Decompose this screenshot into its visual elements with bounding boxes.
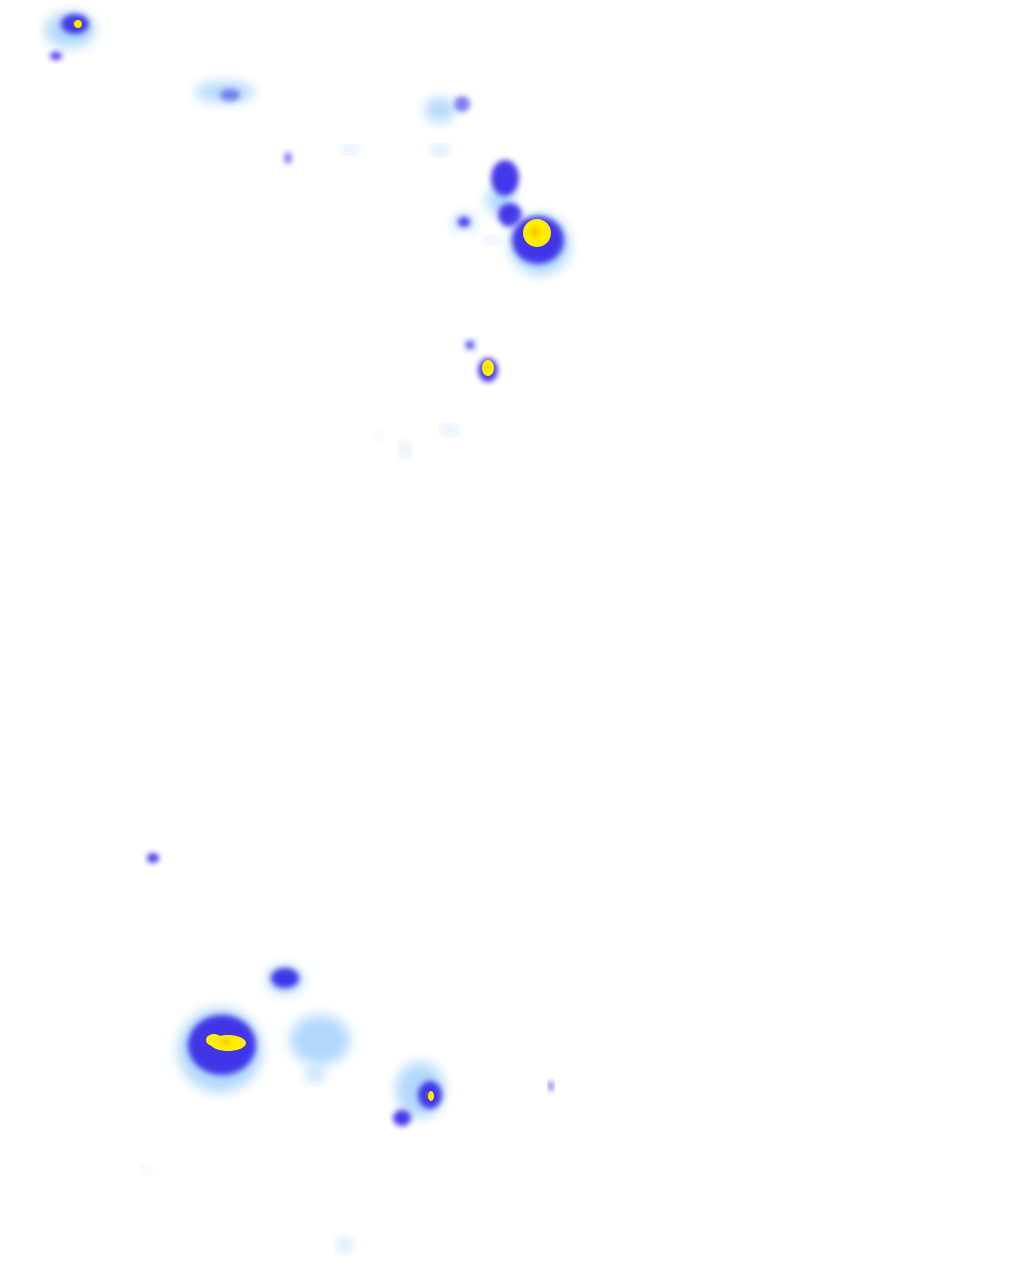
light-rain-area: [401, 444, 409, 456]
precip-echo-5: [465, 340, 498, 382]
light-rain-area: [425, 98, 455, 122]
intense-rain-core: [206, 1034, 222, 1046]
precip-echo-9: [143, 426, 456, 1251]
rain-cell: [284, 152, 292, 164]
rain-cell: [549, 1081, 553, 1091]
storm-core: [74, 21, 78, 25]
rain-cell: [491, 160, 519, 196]
light-rain-area: [290, 1015, 350, 1065]
rain-cell: [50, 52, 62, 60]
light-rain-area: [342, 147, 358, 153]
rain-cell: [147, 853, 159, 863]
rain-cell: [458, 217, 470, 227]
rain-cell: [454, 96, 470, 112]
rain-cell: [220, 89, 240, 101]
storm-core: [484, 364, 488, 370]
light-rain-area: [375, 433, 381, 439]
precip-echo-3: [454, 160, 522, 243]
rain-cell: [393, 1110, 411, 1126]
precip-echo-8: [147, 853, 553, 1091]
light-rain-area: [305, 1069, 325, 1081]
precip-echo-1: [45, 12, 95, 60]
precip-echo-6: [178, 1008, 350, 1092]
light-rain-area: [486, 237, 498, 243]
intense-rain-core: [482, 360, 494, 376]
light-rain-area: [444, 426, 456, 434]
rain-cell: [271, 968, 299, 988]
light-rain-area: [339, 1239, 351, 1251]
rain-cell: [466, 341, 474, 349]
precip-echo-7: [393, 1062, 444, 1126]
light-rain-area: [143, 1167, 149, 1173]
storm-core: [220, 1039, 232, 1045]
precip-echo-2: [195, 82, 470, 164]
rain-cell: [498, 203, 522, 227]
precip-echo-4: [510, 215, 570, 275]
storm-core: [530, 227, 540, 237]
light-rain-area: [432, 146, 448, 154]
storm-core: [427, 1093, 431, 1097]
